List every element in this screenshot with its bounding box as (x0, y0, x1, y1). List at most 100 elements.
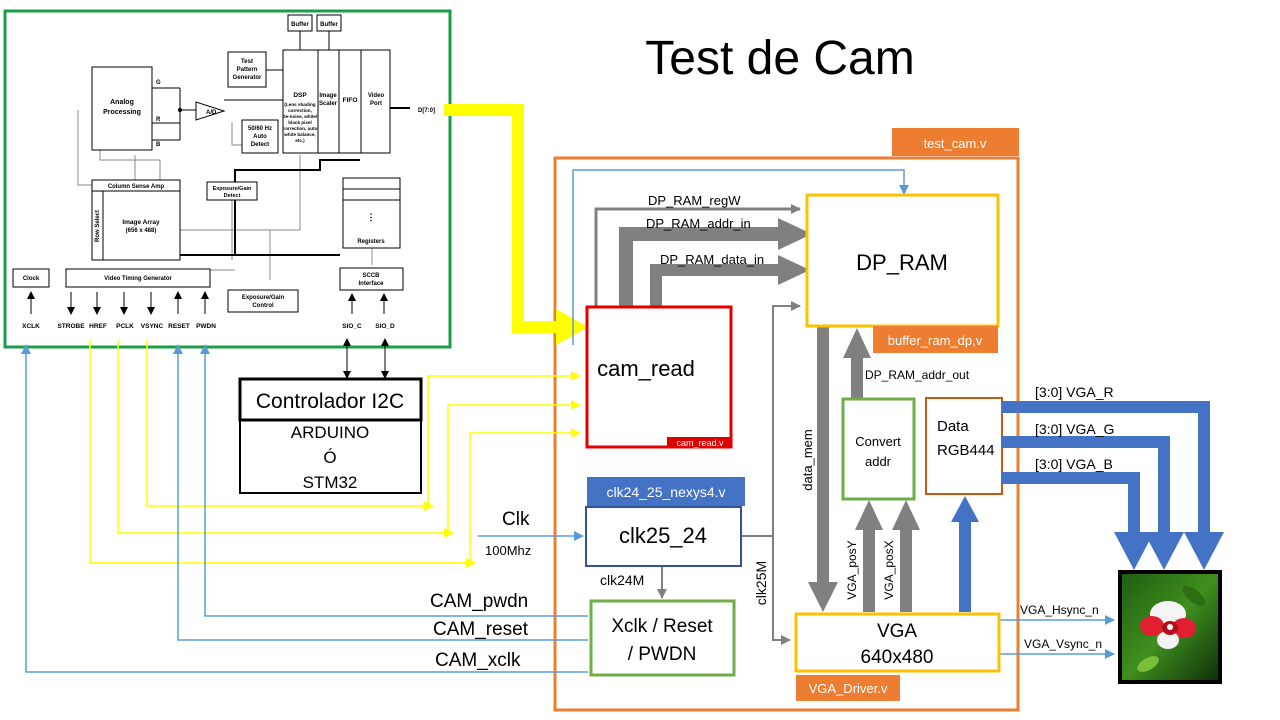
clk25m-to-vga (772, 536, 791, 645)
svg-text:de-noise, white/: de-noise, white/ (283, 114, 318, 119)
vga-r-label: [3:0] VGA_R (1035, 384, 1114, 400)
controller-line-2: Ó (323, 448, 336, 467)
analog-processing-label: Analog (110, 99, 134, 106)
controller-line-1: ARDUINO (291, 423, 369, 442)
clock-label: Clock (23, 276, 40, 282)
buffer-2-label: Buffer (320, 22, 338, 28)
clk-block-label: clk25_24 (619, 523, 707, 548)
exposure-detect-label-2: Detect (224, 193, 241, 199)
cam-read-tag-label: cam_read.v (676, 438, 724, 448)
clk25m-label: clk25M (753, 561, 769, 605)
pos-x-label: VGA_posX (882, 540, 896, 599)
vga-g-bus (1002, 436, 1170, 535)
pclk-feedback-signal (572, 169, 909, 345)
buffer-tag (873, 326, 998, 353)
svg-text:correction,: correction, (288, 108, 312, 113)
clk-tag (587, 477, 745, 506)
vga-r-arrowhead (1184, 532, 1224, 570)
vga-tag-label: VGA_Driver.v (809, 681, 888, 696)
analog-processing-label-2: Processing (103, 109, 141, 116)
cam-xclk-label: CAM_xclk (435, 650, 521, 671)
video-port-label: Video (368, 93, 385, 99)
test-cam-module (553, 156, 1020, 712)
pin-sio-d: SIO_D (375, 323, 395, 330)
page-title: Test de Cam (645, 32, 914, 85)
addr-out-label: DP_RAM_addr_out (865, 368, 970, 382)
pos-y-arrowhead (855, 500, 883, 530)
cam-xclk-signal (21, 344, 588, 673)
registers-dots: ⋮ (367, 212, 376, 222)
test-pattern-label-2: Pattern (237, 67, 258, 73)
channel-g: G (156, 80, 161, 86)
cam-read-block (585, 305, 733, 449)
xclk-label: Xclk / Reset (611, 616, 713, 637)
row-select-label: Row Select (95, 210, 101, 242)
test-cam-tag-label: test_cam.v (924, 136, 987, 151)
test-pattern-label: Test (241, 59, 253, 65)
ad-converter (195, 101, 226, 121)
auto-detect-label-2: Auto (253, 134, 267, 140)
image-scaler-label-2: Scaler (319, 101, 338, 107)
data-in-bus (650, 264, 780, 306)
xclk-block (589, 599, 736, 677)
pos-y-label: VGA_posY (845, 540, 859, 599)
pin-sio-c: SIO_C (342, 323, 362, 330)
svg-text:correction, auto: correction, auto (283, 126, 318, 131)
clk-label: Clk (502, 509, 530, 530)
video-port-label-2: Port (370, 101, 382, 107)
monitor-image (1118, 570, 1222, 684)
vsync-label: VGA_Vsync_n (1024, 637, 1102, 651)
registers-label: Registers (357, 239, 385, 245)
pin-vsync: VSYNC (141, 323, 164, 330)
svg-text:white balance,: white balance, (283, 132, 315, 137)
pin-pclk: PCLK (116, 323, 134, 330)
vga-tag (796, 675, 900, 701)
data-bus-arrow (444, 104, 560, 333)
sccb-label-2: Interface (358, 281, 384, 287)
pin-xclk: XCLK (22, 323, 40, 330)
clk24m-label: clk24M (600, 572, 644, 588)
video-timing-label: Video Timing Generator (104, 276, 172, 282)
pos-x-arrowhead (892, 500, 920, 530)
clk25m-signal (740, 301, 801, 537)
vga-b-arrowhead (1114, 532, 1154, 570)
test-cam-tag (892, 128, 1019, 156)
vga-b-label: [3:0] VGA_B (1035, 456, 1113, 472)
vga-label: VGA (877, 621, 917, 642)
data-in-label: DP_RAM_data_in (660, 252, 764, 267)
convert-block (841, 397, 916, 501)
dp-ram-label: DP_RAM (856, 250, 948, 275)
buffer-1-label: Buffer (291, 22, 309, 28)
fifo-label: FIFO (343, 97, 358, 104)
svg-text:etc.): etc.) (295, 138, 305, 143)
addr-out-arrowhead (843, 328, 871, 358)
controller-title: Controlador I2C (256, 390, 404, 413)
image-scaler-label: Image (319, 93, 337, 99)
column-sense-label: Column Sense Amp (108, 184, 165, 190)
image-array-label: Image Array (122, 219, 160, 226)
data-label: Data (937, 418, 969, 435)
exposure-control-label: Exposure/Gain (242, 295, 285, 301)
vga-block (794, 612, 1001, 673)
image-array-label-2: (656 x 488) (126, 228, 157, 234)
regw-label: DP_RAM_regW (648, 193, 741, 208)
auto-detect-label: 50/60 Hz (248, 126, 272, 132)
data-bus-arrowhead (556, 309, 588, 345)
clk-freq-label: 100Mhz (485, 543, 531, 558)
channel-b: B (156, 142, 161, 148)
exposure-detect-label: Exposure/Gain (213, 186, 252, 192)
data-block (925, 397, 1003, 495)
cam-pwdn-signal (200, 344, 588, 617)
cam-reset-signal (173, 344, 588, 641)
pin-pwdn: PWDN (196, 323, 216, 330)
data-bus-label: D[7:0] (418, 108, 435, 114)
cam-read-label: cam_read (597, 356, 695, 381)
addr-in-arrowhead (778, 218, 812, 250)
controller-line-3: STM32 (303, 473, 358, 492)
cam-reset-label: CAM_reset (433, 619, 529, 640)
hsync-label: VGA_Hsync_n (1020, 603, 1099, 617)
auto-detect-label-3: Detect (251, 142, 269, 148)
convert-label-2: addr (865, 454, 892, 469)
sccb-label: SCCB (362, 273, 380, 279)
pin-strobe: STROBE (57, 323, 85, 330)
